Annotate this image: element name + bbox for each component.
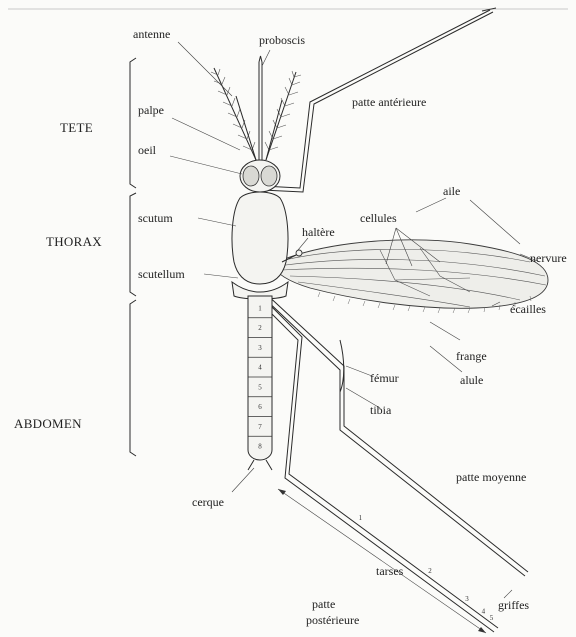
abdomen-segment-number: 5 [258, 383, 262, 391]
label-scutum: scutum [138, 211, 173, 225]
section-thorax: THORAX [46, 234, 102, 249]
head-bracket [130, 58, 136, 188]
right-palp [266, 100, 282, 160]
haltere [296, 250, 302, 256]
abdomen-segment-number: 3 [258, 344, 262, 352]
tarsal-segment-number: 4 [482, 608, 486, 616]
cerci [248, 460, 272, 470]
abdomen-segment-number: 2 [258, 324, 262, 332]
label-tibia: tibia [370, 403, 392, 417]
tarsal-segment-number: 1 [359, 514, 363, 522]
label-tarses: tarses [376, 564, 404, 578]
label-patte-moyenne: patte moyenne [456, 470, 526, 484]
label-cellules: cellules [360, 211, 397, 225]
label-patte-posterieure-line1: patte [312, 597, 335, 611]
tarsal-segment-number: 5 [490, 614, 494, 622]
thorax [232, 192, 302, 299]
label-oeil: oeil [138, 143, 157, 157]
label-scutellum: scutellum [138, 267, 185, 281]
region-brackets [130, 58, 136, 456]
left-palp [236, 96, 256, 160]
label-patte-anterieure: patte antérieure [352, 95, 426, 109]
abdomen [248, 296, 272, 460]
abdomen-bracket [130, 300, 136, 456]
label-frange: frange [456, 349, 487, 363]
label-patte-posterieure-line2: postérieure [306, 613, 359, 627]
right-eye [261, 166, 277, 186]
abdomen-segment-number: 8 [258, 443, 262, 451]
label-antenne: antenne [133, 27, 170, 41]
label-griffes: griffes [498, 598, 529, 612]
label-cerque: cerque [192, 495, 224, 509]
label-proboscis: proboscis [259, 33, 305, 47]
abdomen-segment-number: 4 [258, 364, 262, 372]
abdomen-segment-number: 7 [258, 423, 262, 431]
label-aile: aile [443, 184, 460, 198]
section-abdomen: ABDOMEN [14, 416, 82, 431]
label-nervure: nervure [530, 251, 567, 265]
label-femur: fémur [370, 371, 399, 385]
abdomen-segment-number: 6 [258, 403, 262, 411]
right-antenna [266, 72, 296, 160]
abdomen-segment-number: 1 [258, 304, 262, 312]
left-antenna [214, 68, 256, 160]
left-eye [243, 166, 259, 186]
thorax-bracket [130, 193, 136, 296]
tarsal-segment-number: 2 [428, 567, 432, 575]
section-head: TETE [60, 120, 93, 135]
tarsal-segment-number: 3 [465, 595, 469, 603]
head [211, 56, 301, 192]
label-haltere: haltère [302, 225, 335, 239]
wing [272, 240, 548, 313]
label-ecailles: écailles [510, 302, 546, 316]
label-alule: alule [460, 373, 483, 387]
scutum [232, 192, 288, 284]
label-palpe: palpe [138, 103, 164, 117]
leader-lines [170, 42, 540, 598]
